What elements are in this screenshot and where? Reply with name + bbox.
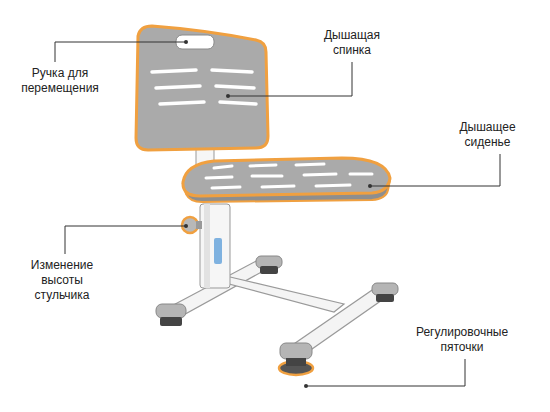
- callout-label: Дышащее сиденье: [445, 120, 530, 150]
- chair-feet: [156, 256, 398, 375]
- callout-label: Регулировочные пяточки: [402, 325, 522, 355]
- leader-dots: [184, 40, 372, 388]
- chair-base: [164, 258, 392, 356]
- chair-seat: [183, 158, 390, 202]
- chair-column: [182, 204, 230, 288]
- callout-label: Ручка для перемещения: [15, 66, 105, 96]
- chair-backrest: [136, 26, 268, 150]
- callout-label: Дышащая спинка: [312, 28, 392, 58]
- callout-label: Изменение высоты стульчика: [17, 258, 107, 303]
